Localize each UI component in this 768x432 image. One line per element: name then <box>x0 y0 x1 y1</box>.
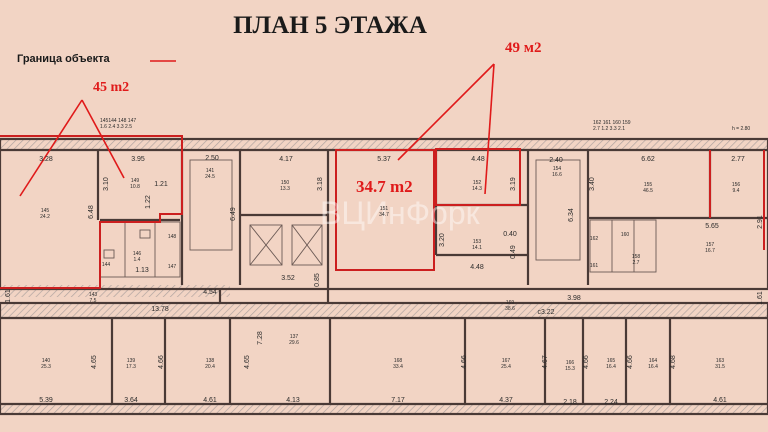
dimension-3-10: 3.10 <box>103 177 110 191</box>
room-label-161: 161 <box>590 263 599 269</box>
dimension-4-13: 4.13 <box>286 397 300 404</box>
dimension-2-50: 2.50 <box>205 155 219 162</box>
dimension-2-24: 2.24 <box>604 399 618 406</box>
dimension-1-61b: 1.61 <box>757 291 764 305</box>
room-label-160: 160 <box>621 232 630 238</box>
dimension-6-48: 6.48 <box>88 205 95 219</box>
dimension-3-28: 3.28 <box>39 156 53 163</box>
page-title: ПЛАН 5 ЭТАЖА <box>233 12 427 39</box>
dimension-4-65b: 4.65 <box>244 355 251 369</box>
dimension-4-66c: 4.66 <box>583 355 590 369</box>
dimension-5-39: 5.39 <box>39 397 53 404</box>
dimension-0-85: 0.85 <box>314 273 321 287</box>
dimension-5-37: 5.37 <box>377 156 391 163</box>
room-label-162: 162 <box>590 236 599 242</box>
dimension-13-78: 13.78 <box>151 306 169 313</box>
dimension-3-18: 3.18 <box>317 177 324 191</box>
dimension-7-28: 7.28 <box>257 331 264 345</box>
top-codes-left: 145144 148 147 1.6 2.4 3.3 2.5 <box>100 118 138 130</box>
dimension-4-66a: 4.66 <box>158 355 165 369</box>
dimension-1-21: 1.21 <box>154 181 168 188</box>
room-label-147: 147 <box>168 264 177 270</box>
dimension-4-54: 4.54 <box>203 289 217 296</box>
dimension-4-48b: 4.48 <box>470 264 484 271</box>
top-codes-right: 162 161 160 159 2.7 1.2 3.3 2.1 <box>593 120 632 132</box>
dimension-4-61a: 4.61 <box>203 397 217 404</box>
legend-label: Граница объекта <box>17 53 111 65</box>
dimension-2-91: 2.91 <box>757 215 764 229</box>
dimension-4-17: 4.17 <box>279 156 293 163</box>
scale-note: h = 2.80 <box>732 126 750 132</box>
dimension-0-49: 0.49 <box>510 245 517 259</box>
dimension-4-48a: 4.48 <box>471 156 485 163</box>
room-label-144: 144 <box>102 262 111 268</box>
dimension-0-40: 0.40 <box>503 231 517 238</box>
dimension-2-18: 2.18 <box>563 399 577 406</box>
dimension-3-52: 3.52 <box>281 275 295 282</box>
dimension-2-77: 2.77 <box>731 156 745 163</box>
dimension-4-37: 4.37 <box>499 397 513 404</box>
dimension-4-68: 4.68 <box>670 355 677 369</box>
dimension-6-62: 6.62 <box>641 156 655 163</box>
dimension-c3-22: c3.22 <box>537 309 554 316</box>
dimension-4-66d: 4.66 <box>627 355 634 369</box>
dimension-1-13: 1.13 <box>135 267 149 274</box>
callout-lines <box>19 63 495 197</box>
dimension-3-64: 3.64 <box>124 397 138 404</box>
dimension-4-66b: 4.66 <box>461 355 468 369</box>
object-boundaries <box>0 135 765 289</box>
dimension-4-67: 4.67 <box>542 355 549 369</box>
dimension-4-65a: 4.65 <box>91 355 98 369</box>
dimension-3-95: 3.95 <box>131 156 145 163</box>
dimension-3-40: 3.40 <box>589 177 596 191</box>
area-label-49: 49 м2 <box>505 40 541 56</box>
area-label-34-7: 34.7 m2 <box>356 177 413 196</box>
watermark: ВЦИнФорк <box>320 195 481 231</box>
dimension-6-34: 6.34 <box>568 208 575 222</box>
dimension-3-20: 3.20 <box>439 233 446 247</box>
dimension-labels: 3.28 3.95 2.50 4.17 5.37 4.48 2.40 6.62 2.77 3.10… <box>5 155 764 406</box>
dimension-6-49: 6.49 <box>230 207 237 221</box>
dimension-1-22: 1.22 <box>145 195 152 209</box>
dimension-3-19: 3.19 <box>510 177 517 191</box>
dimension-3-98: 3.98 <box>567 295 581 302</box>
dimension-7-17: 7.17 <box>391 397 405 404</box>
area-label-45: 45 m2 <box>93 80 129 95</box>
dimension-1-61a: 1.61 <box>5 289 12 303</box>
dimension-4-61b: 4.61 <box>713 397 727 404</box>
dimension-2-40: 2.40 <box>549 157 563 164</box>
room-label-148: 148 <box>168 234 177 240</box>
dimension-5-65: 5.65 <box>705 223 719 230</box>
